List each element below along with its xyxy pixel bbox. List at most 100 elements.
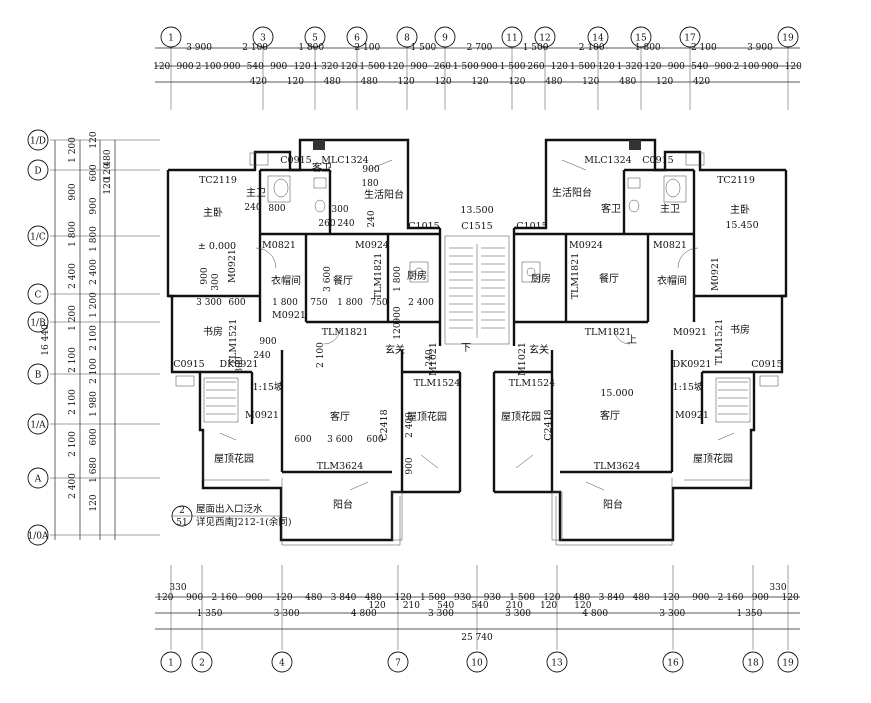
- axis-bubble-label: 2: [199, 659, 205, 669]
- tag-c2418: C2418: [379, 409, 390, 440]
- axis-bubble-bottom: 13: [546, 651, 568, 673]
- dimension-bottom-row1: 2 160: [212, 593, 238, 603]
- tag-tlm1524: TLM1524: [414, 378, 461, 389]
- interior-dimension: 1 800: [337, 298, 363, 308]
- dimension-left-small: 120: [103, 177, 113, 194]
- axis-bubble-label: 3: [260, 34, 266, 44]
- room-label-up: 上: [627, 334, 637, 346]
- dimension-bottom-row1: 120: [782, 593, 799, 603]
- note-line-2: 详见西南J212-1(余同): [196, 516, 292, 528]
- tag-tlm1821: TLM1821: [570, 253, 581, 300]
- tag-slope: 1:15坡: [253, 381, 284, 393]
- dimension-bottom-row1: 120: [662, 593, 679, 603]
- interior-dimension: 240: [253, 351, 270, 361]
- dimension-bottom-row3: 210: [403, 601, 420, 611]
- dimension-bottom-row1: 930: [484, 593, 501, 603]
- interior-dimension: 750: [310, 298, 327, 308]
- room-label-roof-garden: 屋顶花园: [407, 410, 447, 423]
- dimension-bottom-row3: 120: [369, 601, 386, 611]
- dimension-top-row1: 3 900: [186, 43, 212, 53]
- dimension-top-row2: 120: [644, 62, 661, 72]
- axis-bubble-label: 1/A: [30, 421, 46, 431]
- dimension-top-row3: 420: [693, 77, 710, 87]
- axis-bubble-label: 13: [551, 659, 563, 669]
- tag-tlm1521: TLM1521: [714, 319, 725, 366]
- room-label-service-balcony: 生活阳台: [364, 188, 404, 201]
- axis-bubble-label: 8: [404, 34, 410, 44]
- tag-m0921: M0921: [245, 410, 279, 421]
- dimension-extra: 330: [769, 583, 786, 593]
- tag-m1021: M1021: [517, 342, 528, 376]
- room-label-roof-garden: 屋顶花园: [214, 452, 254, 465]
- callout-sheet: 51: [176, 518, 187, 528]
- dimension-bottom-row1: 480: [633, 593, 650, 603]
- tag-m0921: M0921: [675, 410, 709, 421]
- room-label-master-bath: 主卫: [246, 187, 266, 199]
- interior-dimension: 240: [425, 349, 435, 366]
- room-label-study: 书房: [730, 323, 750, 336]
- dimension-top-row2: 900: [223, 62, 240, 72]
- dimension-top-row3: 480: [545, 77, 562, 87]
- axis-bubble-label: 1: [168, 34, 174, 44]
- dimension-top-row3: 120: [656, 77, 673, 87]
- interior-dimension: 900: [200, 267, 210, 284]
- axis-bubble-bottom: 19: [777, 651, 799, 673]
- axis-bubble-left: B: [27, 363, 49, 385]
- axis-bubble-label: 1/D: [30, 137, 46, 147]
- interior-dimension: 3 600: [323, 266, 333, 292]
- dimension-left-inner: 120: [89, 131, 99, 148]
- dimension-bottom-row2: 3 300: [505, 609, 531, 619]
- axis-bubble-top: 3: [252, 26, 274, 48]
- interior-dimension: 800: [268, 204, 285, 214]
- dimension-left-outer: 2 400: [68, 473, 78, 499]
- tag-m0921: M0921: [227, 249, 238, 283]
- tag-tlm1821: TLM1821: [322, 327, 369, 338]
- axis-bubble-left: 1/C: [27, 225, 49, 247]
- dimension-bottom-row1: 480: [365, 593, 382, 603]
- dimension-top-row1: 3 900: [747, 43, 773, 53]
- dimension-top-row2: 1 320: [313, 62, 339, 72]
- axis-bubble-label: D: [34, 167, 41, 177]
- dimension-left-outer: 1 200: [68, 305, 78, 331]
- dimension-top-row3: 480: [361, 77, 378, 87]
- tag-tlm3624: TLM3624: [594, 461, 641, 472]
- axis-bubble-label: 17: [684, 34, 696, 44]
- interior-dimension: 2 100: [316, 342, 326, 368]
- dimension-bottom-row1: 120: [394, 593, 411, 603]
- axis-bubble-bottom: 4: [271, 651, 293, 673]
- interior-dimension: 2 400: [408, 298, 434, 308]
- room-label-kitchen: 厨房: [407, 269, 427, 282]
- dimension-left-inner: 2 100: [89, 325, 99, 351]
- dimension-total: 25 740: [461, 633, 493, 643]
- dimension-left-outer: 2 100: [68, 347, 78, 373]
- room-label-living: 客厅: [600, 409, 620, 422]
- tag-m0924: M0924: [355, 240, 389, 251]
- dimension-left-inner: 600: [89, 428, 99, 445]
- dimension-bottom-row1: 900: [186, 593, 203, 603]
- axis-bubble-label: C: [35, 291, 42, 301]
- room-label-cloakroom: 衣帽间: [271, 274, 301, 287]
- interior-dimension: 3 300: [196, 298, 222, 308]
- dimension-top-row1: 2 100: [242, 43, 268, 53]
- interior-dimension: 600: [228, 298, 245, 308]
- interior-dimension: 1 800: [393, 266, 403, 292]
- dimension-bottom-row2: 3 300: [274, 609, 300, 619]
- room-label-dining: 餐厅: [599, 272, 619, 285]
- dimension-top-row3: 480: [324, 77, 341, 87]
- axis-bubble-left: 1/A: [27, 413, 49, 435]
- dimension-top-row3: 120: [287, 77, 304, 87]
- dimension-bottom-row1: 900: [246, 593, 263, 603]
- tag-c0915: C0915: [173, 359, 204, 370]
- tag-tlm3624: TLM3624: [317, 461, 364, 472]
- tag-mlc1324: MLC1324: [584, 155, 631, 166]
- axis-bubble-label: 12: [539, 34, 550, 44]
- axis-bubble-left: C: [27, 283, 49, 305]
- elevation-floor-right: 15.450: [725, 220, 758, 231]
- dimension-top-row2: 900: [410, 62, 427, 72]
- axis-bubble-label: 5: [312, 34, 318, 44]
- dimension-bottom-row3: 120: [540, 601, 557, 611]
- axis-bubble-label: 15: [635, 34, 647, 44]
- tag-m0921: M0921: [272, 310, 306, 321]
- axis-bubble-top: 11: [501, 26, 523, 48]
